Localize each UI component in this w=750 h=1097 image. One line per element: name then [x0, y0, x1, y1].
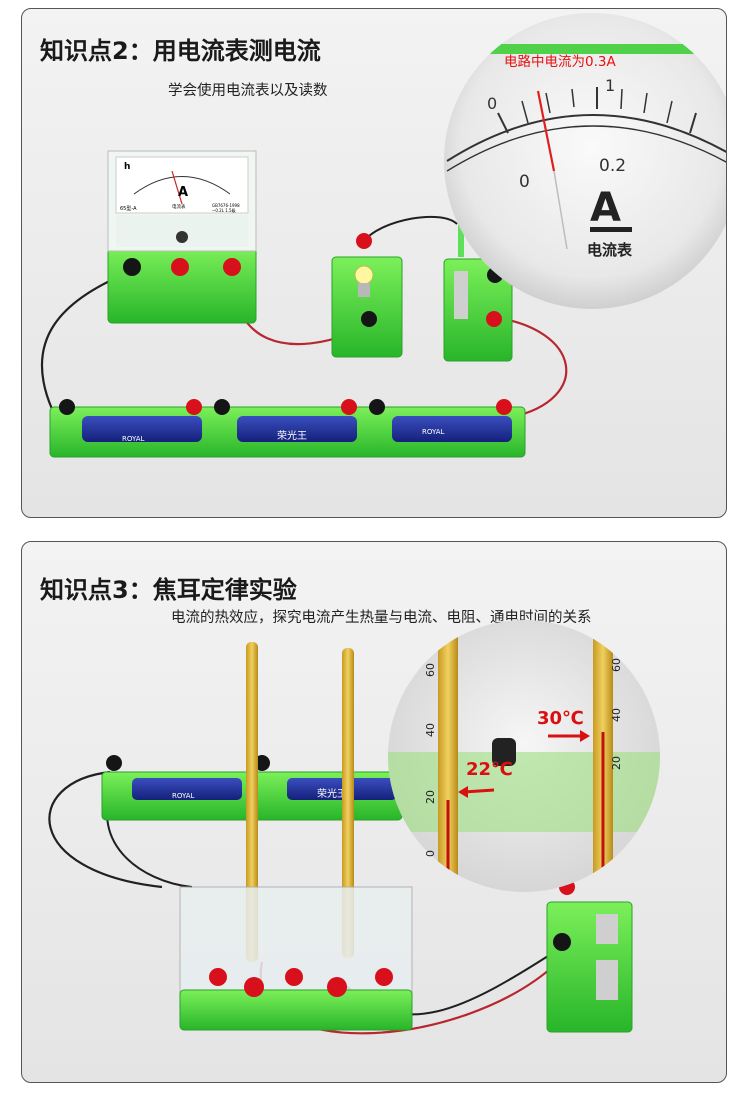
section-subtitle: 学会使用电流表以及读数 [168, 83, 328, 99]
red-terminal [223, 258, 241, 276]
battery-label: ROYAL [422, 428, 445, 436]
right-temperature: 30℃ [537, 708, 584, 729]
right-scale-label: 20 [610, 756, 623, 770]
ammeter-circuit-photo: h A 65型-A 电流表 GB7676-1998 ~0.2L 1.5级 [40, 13, 726, 458]
section-ammeter-card: 知识点2：用电流表测电流 学会使用电流表以及读数 [21, 8, 727, 518]
zoom-scale-bottom: 0.2 [599, 156, 626, 176]
ammeter-unit: A [178, 185, 188, 200]
black-wire [48, 770, 163, 889]
switch-module [546, 879, 633, 1033]
thermometer-right [342, 648, 354, 958]
black-wire-2 [363, 215, 458, 242]
ammeter: h A 65型-A 电流表 GB7676-1998 ~0.2L 1.5级 [107, 150, 257, 324]
zoom-inset: 0 1 0 0.2 A 电流表 电路中电流为0.3A [444, 13, 726, 309]
section-subtitle: 电流的热效应，探究电流产生热量与电流、电阻、通电时间的关系 [171, 610, 592, 626]
resistor-box [179, 886, 413, 1031]
joule-experiment-photo: ROYAL 荣光王 [48, 620, 660, 1035]
battery-label: 荣光王 [317, 787, 347, 800]
battery-holder: ROYAL 荣光王 ROYAL [49, 399, 526, 458]
current-callout: 电路中电流为0.3A [504, 54, 616, 70]
left-scale-label: 0 [424, 850, 437, 857]
ammeter-note: ~0.2L 1.5级 [212, 207, 236, 213]
black-terminal [123, 258, 141, 276]
left-arrow [463, 788, 495, 794]
meter-needle [536, 90, 556, 172]
right-scale-label: 40 [610, 708, 623, 722]
thermometer-left [246, 642, 258, 962]
red-terminal [171, 258, 189, 276]
right-scale-label: 60 [610, 658, 623, 672]
zoom-meter-name: 电流表 [587, 241, 633, 259]
section-title: 知识点3：焦耳定律实验 [40, 576, 297, 604]
zoom-scale-bottom: 0 [519, 172, 530, 192]
left-temperature: 22℃ [466, 759, 513, 780]
zoom-unit: A [590, 185, 621, 231]
section-joule-card: 知识点3：焦耳定律实验 电流的热效应，探究电流产生热量与电流、电阻、通电时间的关… [21, 541, 727, 1083]
left-scale-label: 20 [424, 790, 437, 804]
left-scale-label: 60 [424, 663, 437, 677]
red-wire-2 [491, 315, 568, 419]
bulb [354, 265, 374, 285]
zoom-scale-top: 1 [605, 76, 615, 95]
section-title: 知识点2：用电流表测电流 [40, 37, 321, 65]
ammeter-name: 电流表 [172, 203, 186, 210]
battery-label: ROYAL [122, 435, 145, 443]
bulb-module [331, 233, 403, 358]
zoom-scale-top: 0 [487, 94, 497, 113]
switch-module [443, 221, 513, 362]
ammeter-brand: h [124, 162, 130, 172]
battery-label: ROYAL [172, 792, 195, 800]
zoom-inset: 60 40 20 0 60 40 20 22℃ 30℃ [388, 620, 660, 892]
ammeter-std: GB7676-1998 [212, 203, 240, 208]
left-scale-label: 40 [424, 723, 437, 737]
battery-label: 荣光王 [277, 429, 307, 442]
ammeter-model: 65型-A [120, 205, 137, 212]
